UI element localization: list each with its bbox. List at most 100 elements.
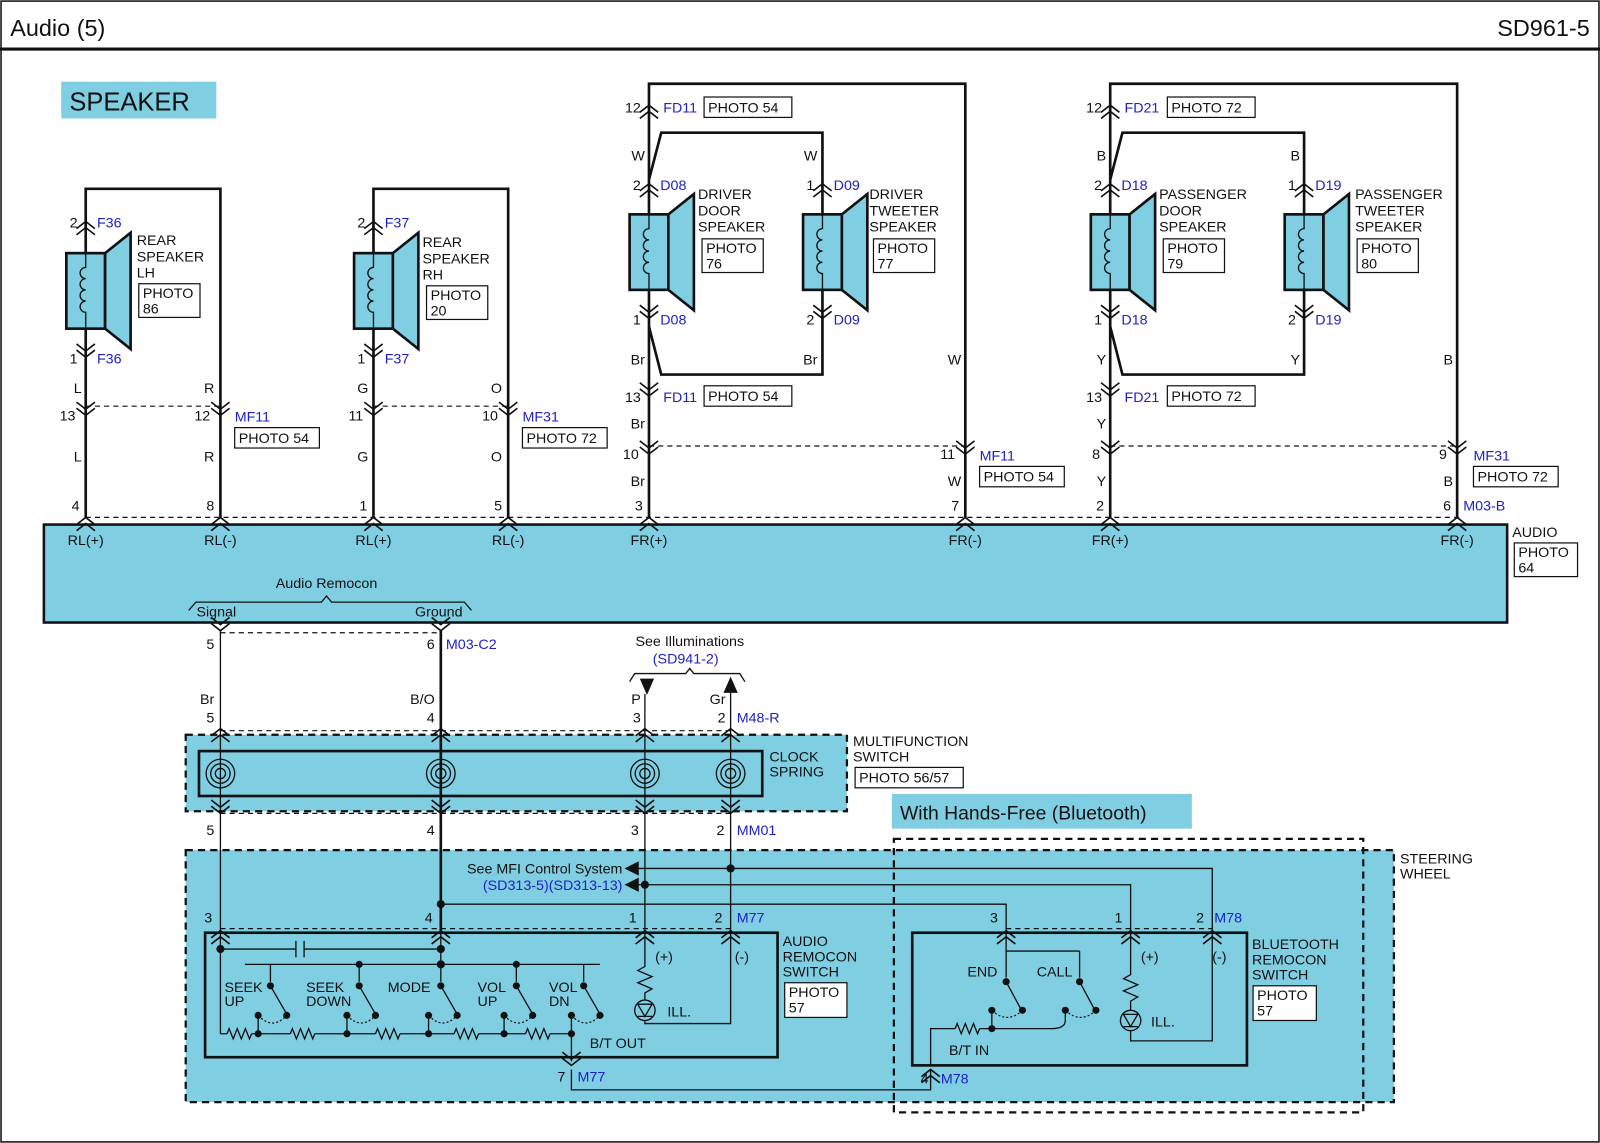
- button-label: END: [967, 965, 997, 981]
- photo-label: PHOTO 54: [239, 431, 309, 447]
- speaker-symbol: [801, 191, 869, 314]
- switch-link: [570, 1014, 601, 1024]
- chevron-line: [639, 382, 659, 398]
- clock-spring-coil-icon: [629, 758, 660, 789]
- chevron-line: [210, 616, 231, 632]
- connector-chevron: [1100, 440, 1120, 456]
- chevron-line: [812, 304, 833, 320]
- page-code: SD961-5: [1497, 15, 1590, 41]
- wire-color: O: [491, 449, 502, 465]
- connector-id: M77: [737, 911, 765, 927]
- pin-number: 5: [206, 637, 214, 653]
- speaker-name: SPEAKER: [137, 249, 204, 265]
- speaker-name: REAR: [137, 233, 177, 249]
- clock-spring-coil-icon: [715, 758, 746, 789]
- component-name: SWITCH: [783, 965, 839, 981]
- pin-number: 1: [1094, 313, 1102, 329]
- pin-number: 3: [990, 911, 998, 927]
- connector-chevron: [210, 516, 231, 532]
- ill-label: ILL.: [1151, 1015, 1175, 1031]
- connector-chevron: [363, 401, 384, 417]
- chevron-line: [1294, 304, 1314, 320]
- photo-box: [784, 982, 848, 1019]
- chevron-line: [812, 182, 833, 198]
- photo-box: [1166, 385, 1256, 407]
- speaker-name: TWEETER: [869, 203, 939, 219]
- chevron-line: [720, 799, 741, 815]
- speaker-name: RH: [422, 268, 443, 284]
- audio-unit: [42, 523, 1509, 624]
- wire: [570, 1069, 932, 1091]
- chevron-line: [1100, 182, 1120, 198]
- wire-color: B: [1097, 148, 1107, 164]
- component-name: SWITCH: [1252, 968, 1308, 984]
- pin-number: 2: [1196, 911, 1204, 927]
- terminal-label: FR(+): [631, 533, 668, 549]
- wire-color: G: [357, 381, 368, 397]
- speaker-name: DRIVER: [869, 187, 923, 203]
- pin-number: 10: [623, 447, 639, 463]
- wire-color: B: [1444, 352, 1454, 368]
- led-diode: [636, 1003, 654, 1018]
- photo-label: 77: [878, 256, 894, 272]
- connector-chevron: [635, 727, 655, 743]
- photo-label: PHOTO 54: [984, 470, 1054, 486]
- connector-id: M78: [1214, 911, 1242, 927]
- chevron-line: [363, 401, 384, 417]
- pin-number: 4: [72, 498, 80, 514]
- chevron-line: [920, 1068, 941, 1084]
- photo-box: [1162, 238, 1226, 274]
- connector-id: FD11: [663, 390, 697, 406]
- speaker-name: DRIVER: [698, 187, 752, 203]
- button-label: DN: [549, 994, 570, 1010]
- pin-number: 2: [806, 313, 814, 329]
- pin-number: 7: [557, 1070, 565, 1086]
- pin-number: 6: [427, 637, 435, 653]
- speaker-name: SPEAKER: [1159, 220, 1226, 236]
- connector-chevron: [720, 727, 741, 743]
- speaker-name: SPEAKER: [1355, 220, 1422, 236]
- pin-number: 9: [1439, 447, 1447, 463]
- chevron-line: [363, 220, 384, 236]
- chevron-line: [639, 440, 659, 456]
- junction-dot: [355, 982, 363, 990]
- pin-number: 13: [60, 408, 76, 424]
- photo-box: [1252, 985, 1317, 1022]
- terminal-label: RL(+): [68, 533, 104, 549]
- arrow-left-icon: [624, 877, 639, 892]
- connector-chevron: [431, 616, 451, 632]
- pin-number: 2: [717, 823, 725, 839]
- connector-chevron: [639, 516, 659, 532]
- pin-number: 1: [1115, 911, 1123, 927]
- wire-color: W: [948, 352, 962, 368]
- pin-number: 7: [951, 498, 959, 514]
- connector-id: FD21: [1124, 100, 1159, 116]
- bluetooth-remocon-switch: [910, 931, 1249, 1067]
- steering-wheel-outline: [184, 848, 1395, 1104]
- speaker-symbol: [65, 229, 132, 352]
- speaker-coil: [1297, 214, 1305, 290]
- speaker-name: SPEAKER: [422, 251, 489, 267]
- photo-box: [1513, 542, 1579, 578]
- chevron-line: [1447, 440, 1467, 456]
- junction-dot: [726, 864, 735, 873]
- chevron-line: [1100, 440, 1120, 456]
- wire-color: Br: [200, 692, 215, 708]
- wire: [84, 187, 222, 518]
- chevron-line: [1294, 182, 1314, 198]
- switch-arm: [269, 964, 287, 1013]
- speaker-name: LH: [137, 266, 155, 282]
- photo-box: [1356, 238, 1419, 274]
- photo-label: 20: [431, 303, 447, 319]
- photo-box: [425, 285, 489, 321]
- speaker-symbol: [1283, 191, 1351, 314]
- connector-id: D19: [1315, 178, 1341, 194]
- component-name: BLUETOOTH: [1252, 937, 1339, 953]
- illuminations-page: (SD941-2): [653, 651, 719, 667]
- pin-number: 6: [1443, 498, 1451, 514]
- speaker-symbol: [1089, 191, 1157, 314]
- wire-color: W: [804, 148, 818, 164]
- connector-id: MM01: [737, 823, 777, 839]
- wire-color: R: [204, 449, 214, 465]
- component-name: WHEEL: [1400, 867, 1451, 883]
